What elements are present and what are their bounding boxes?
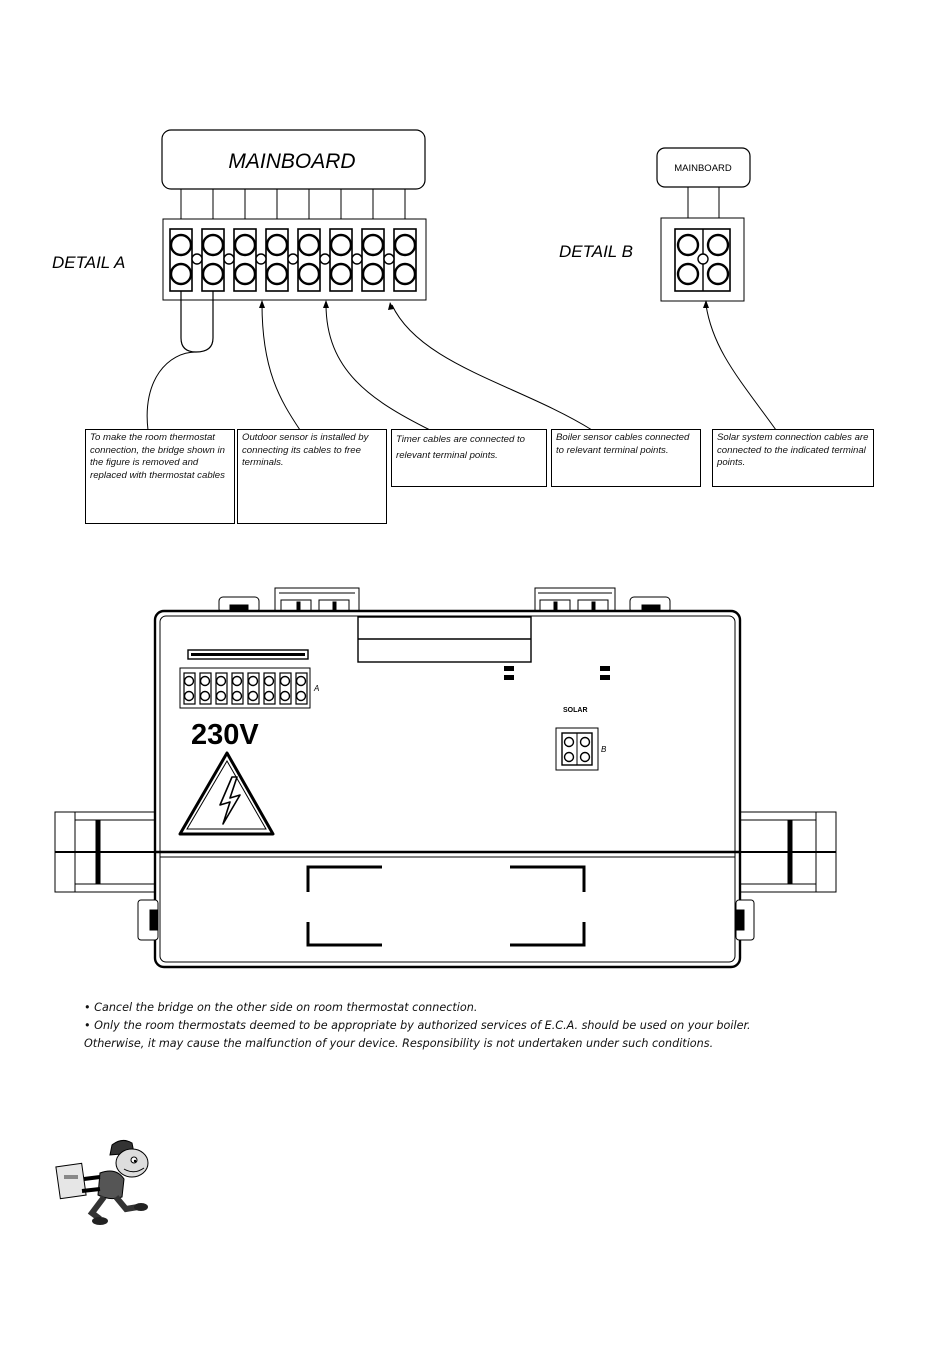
mainboard-a-label: MAINBOARD — [228, 150, 355, 173]
note-line-1: • Cancel the bridge on the other side on… — [84, 1001, 478, 1014]
side-rails — [54, 811, 837, 893]
installation-notes: • Cancel the bridge on the other side on… — [84, 999, 884, 1053]
high-voltage-warning-icon — [178, 751, 275, 836]
callout-timer: Timer cables are connected to relevant t… — [391, 429, 547, 487]
lower-clips — [137, 899, 755, 941]
board-terminal-a — [179, 667, 311, 709]
top-connectors — [274, 587, 616, 613]
terminal-block-a — [162, 218, 427, 301]
lower-cover-brackets — [306, 865, 586, 947]
voltage-label: 230V — [191, 719, 259, 751]
detail-b-title: DETAIL B — [559, 242, 633, 261]
terminal-block-b — [660, 217, 745, 302]
led-markers — [504, 666, 610, 680]
note-line-2: • Only the room thermostats deemed to be… — [84, 1019, 751, 1032]
callout-outdoor-sensor: Outdoor sensor is installed by connectin… — [237, 429, 387, 524]
control-box-drawing: A SOLAR B 230V — [54, 587, 837, 969]
detail-a-title: DETAIL A — [52, 253, 125, 272]
mainboard-a-box — [161, 129, 426, 190]
board-terminal-b-letter: B — [601, 745, 607, 754]
leader-arrowheads — [259, 300, 709, 310]
callout-thermostat: To make the room thermostat connection, … — [85, 429, 235, 524]
solar-label: SOLAR — [563, 707, 588, 714]
detail-diagram: MAINBOARD — [52, 129, 777, 431]
mainboard-b-label: MAINBOARD — [674, 163, 732, 174]
label-window — [357, 616, 532, 663]
board-terminal-a-letter: A — [313, 684, 319, 693]
mascot-illustration — [55, 1139, 149, 1225]
top-clips — [218, 596, 671, 614]
callout-boiler-sensor: Boiler sensor cables connected to releva… — [551, 429, 701, 487]
leader-lines — [146, 303, 777, 431]
board-terminal-b — [555, 727, 599, 771]
mainboard-b-box — [656, 147, 751, 188]
note-line-3: Otherwise, it may cause the malfunction … — [84, 1037, 714, 1050]
callout-solar: Solar system connection cables are conne… — [712, 429, 874, 487]
